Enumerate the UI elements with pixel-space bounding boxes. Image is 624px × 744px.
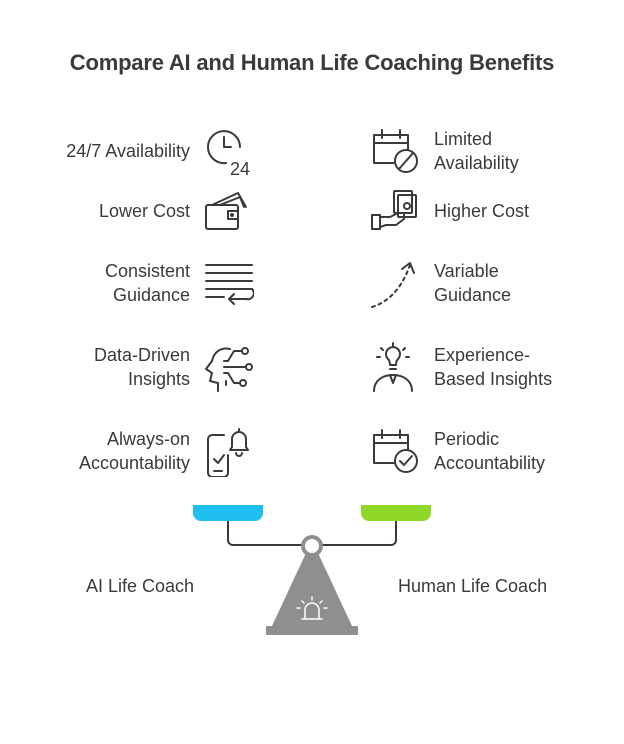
comparison-row-guidance: Consistent Guidance Variable Guidance	[0, 253, 624, 313]
lines-return-icon	[202, 257, 254, 309]
label-line: Accountability	[434, 453, 546, 473]
label-line: Always-on	[106, 429, 190, 449]
human-benefit-label: Limited Availability	[434, 127, 519, 175]
human-benefit-label: Periodic Accountability	[434, 427, 545, 475]
ai-benefit-label: Data-Driven Insights	[94, 343, 190, 391]
comparison-row-availability: 24/7 Availability 24 Limited Availabilit…	[0, 121, 624, 181]
alarm-light-icon	[296, 596, 328, 620]
label-line: Variable	[434, 261, 499, 281]
label-line: Periodic	[434, 429, 500, 449]
human-benefit-label: Higher Cost	[434, 201, 530, 221]
calendar-check-icon	[368, 425, 420, 477]
ai-benefit-label: Lower Cost	[98, 201, 190, 221]
ai-coach-label: AI Life Coach	[86, 576, 195, 596]
phone-bell-icon	[202, 425, 254, 477]
page-title: Compare AI and Human Life Coaching Benef…	[69, 50, 555, 75]
calendar-blocked-icon	[368, 125, 420, 177]
human-pan	[361, 505, 431, 521]
person-lightbulb-icon	[368, 341, 420, 393]
label-line: Accountability	[78, 453, 190, 473]
comparison-row-cost: Lower Cost Higher Cost	[0, 181, 624, 241]
label-line: Data-Driven	[93, 345, 190, 365]
human-benefit-label: Variable Guidance	[434, 259, 511, 307]
label-line: Insights	[127, 369, 190, 389]
svg-text:24: 24	[230, 159, 250, 177]
scale-stand	[272, 553, 352, 626]
scale-pivot	[301, 535, 323, 557]
label-line: Based Insights	[434, 369, 553, 389]
label-line: Limited	[434, 129, 493, 149]
clock-24-icon: 24	[202, 125, 254, 177]
comparison-row-insights: Data-Driven Insights Experience-	[0, 337, 624, 397]
wallet-icon	[202, 185, 254, 237]
label-line: Consistent	[104, 261, 190, 281]
head-circuit-icon	[202, 341, 254, 393]
hand-money-icon	[368, 185, 420, 237]
label-line: Guidance	[112, 285, 190, 305]
curved-arrow-icon	[368, 257, 420, 309]
human-benefit-label: Experience- Based Insights	[434, 343, 552, 391]
label-line: Guidance	[434, 285, 512, 305]
ai-benefit-label: Consistent Guidance	[105, 259, 190, 307]
label-line: Experience-	[434, 345, 531, 365]
human-coach-label: Human Life Coach	[398, 576, 548, 596]
label-line: Availability	[434, 153, 519, 173]
scale-base	[266, 626, 358, 635]
ai-benefit-label: Always-on Accountability	[79, 427, 190, 475]
ai-pan	[193, 505, 263, 521]
comparison-row-accountability: Always-on Accountability Periodic Accoun…	[0, 421, 624, 481]
ai-benefit-label: 24/7 Availability	[66, 141, 190, 161]
